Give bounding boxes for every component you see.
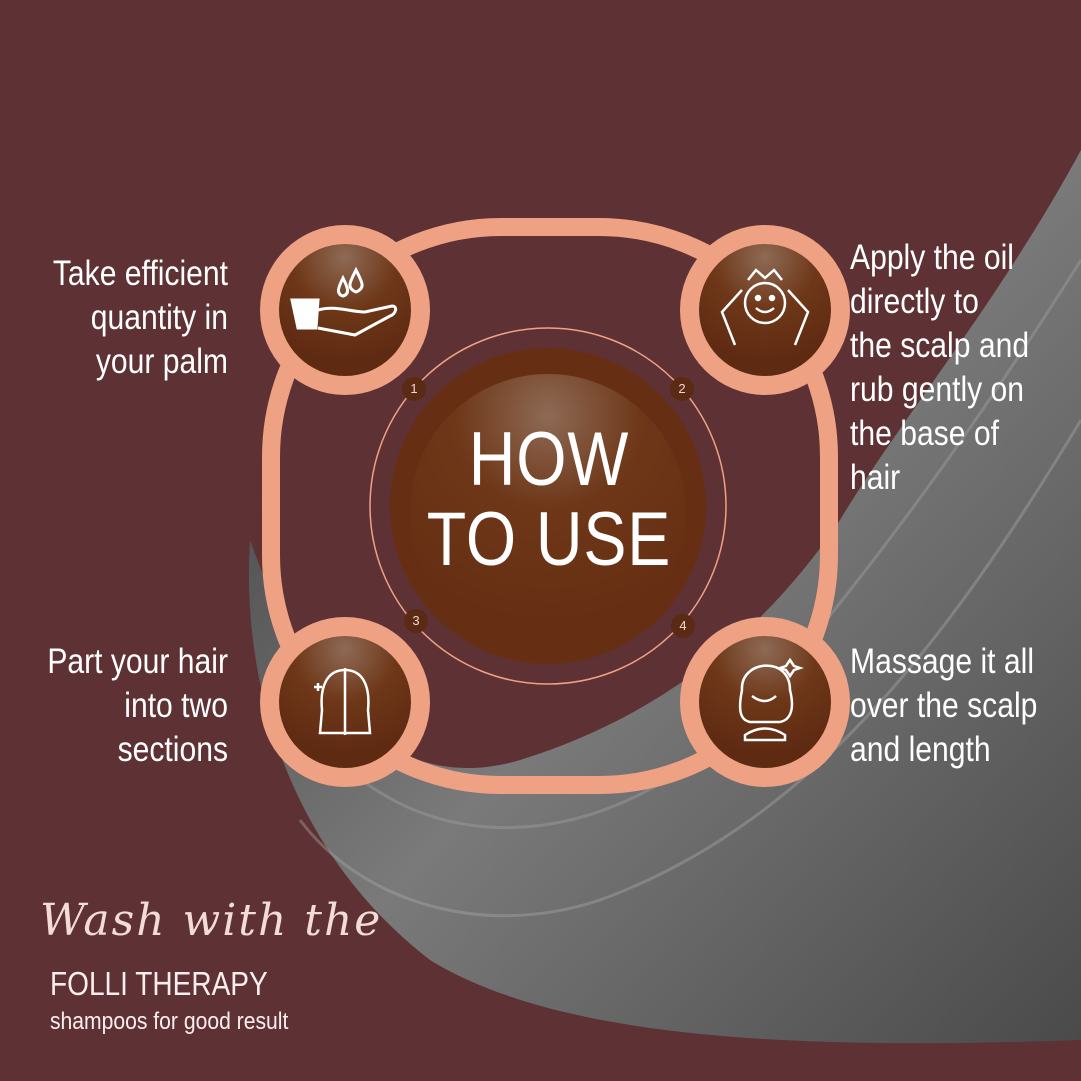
page-title: HOW TO USE <box>416 420 683 580</box>
shiny-hair-woman-icon <box>738 657 804 742</box>
step-1-text: Take efficient quantity in your palm <box>52 254 228 381</box>
step-3-text: Part your hair into two sections <box>47 642 228 769</box>
title-line-2: TO USE <box>426 497 672 582</box>
step-4-text: Massage it all over the scalp and length <box>850 642 1038 769</box>
scalp-massage-icon <box>720 268 810 346</box>
parted-hair-icon <box>314 668 372 735</box>
tagline: shampoos for good result <box>50 1008 289 1035</box>
title-line-1: HOW <box>468 417 630 502</box>
outer-ring <box>262 218 838 794</box>
step-number-1: 1 <box>402 377 426 401</box>
step-number-4: 4 <box>671 614 695 638</box>
thin-ring <box>369 327 727 685</box>
center-circle-inner <box>410 374 686 650</box>
step-2-text: Apply the oil directly to the scalp and … <box>850 238 1030 497</box>
hand-with-drops-icon <box>290 266 398 337</box>
step-number-3: 3 <box>404 609 428 633</box>
brand-name: FOLLI THERAPY <box>50 965 268 1002</box>
step-circles <box>260 225 850 787</box>
footer-script-text: Wash with the <box>40 895 383 946</box>
step-number-2: 2 <box>670 377 694 401</box>
